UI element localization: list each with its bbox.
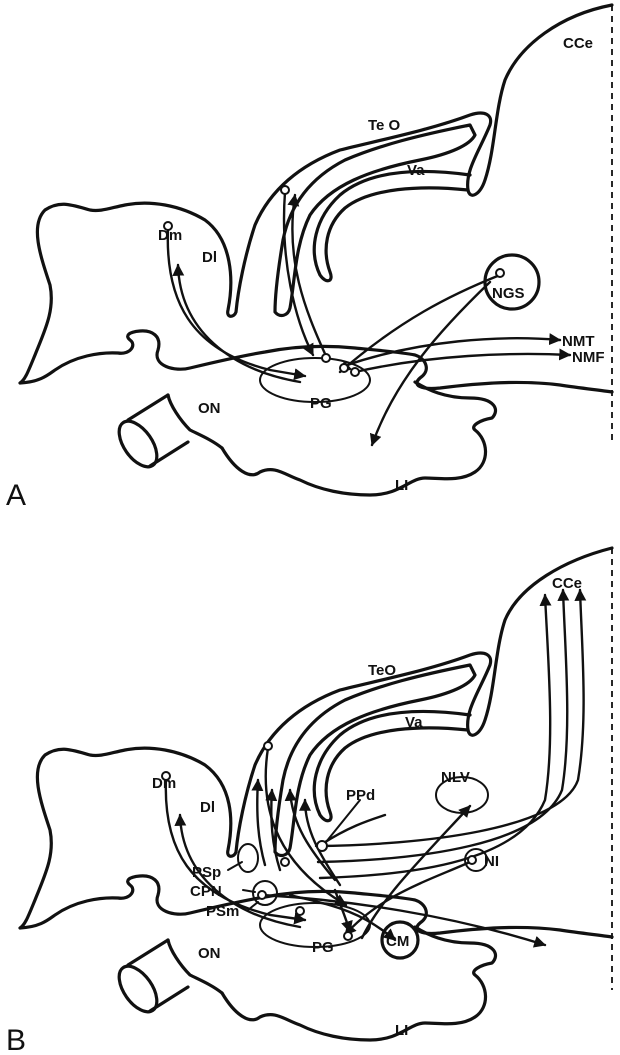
panel-letter-a: A	[6, 479, 26, 512]
soma-teo-b	[264, 742, 272, 750]
teo-inner-band-a	[275, 125, 475, 315]
panel-a: CCe Te O Va Dm Dl NGS NMT NMF ON PG LI A	[6, 5, 612, 512]
label-cpn-b: CPN	[190, 883, 222, 900]
label-nmt-a: NMT	[562, 333, 595, 350]
lower-lobe-outline-b	[222, 927, 496, 1040]
label-nmf-a: NMF	[572, 349, 605, 366]
label-li-b: LI	[395, 1022, 408, 1039]
label-ni-b: NI	[484, 853, 499, 870]
soma-nmt-a	[340, 364, 348, 372]
teo-inner-band-b	[275, 665, 475, 855]
fiber-up-b1	[257, 780, 265, 865]
soma-pg-b	[344, 932, 352, 940]
label-teo-a: Te O	[368, 117, 401, 134]
label-ngs-a: NGS	[492, 285, 525, 302]
label-cm-b: CM	[386, 933, 409, 950]
label-dl-b: Dl	[200, 799, 215, 816]
soma-pg-a	[322, 354, 330, 362]
label-li-a: LI	[395, 477, 408, 494]
label-on-b: ON	[198, 945, 221, 962]
label-pg-b: PG	[312, 939, 334, 956]
soma-teo-a	[281, 186, 289, 194]
optic-nerve-b	[112, 940, 188, 1018]
label-ppd-b: PPd	[346, 787, 375, 804]
soma-psp-b	[281, 858, 289, 866]
label-dl-a: Dl	[202, 249, 217, 266]
psp-nucleus	[238, 844, 258, 872]
lower-lobe-outline-a	[222, 382, 496, 495]
soma-nmf-a	[351, 368, 359, 376]
brain-outline-b	[20, 548, 612, 937]
soma-extra-b	[296, 907, 304, 915]
panel-letter-b: B	[6, 1024, 26, 1055]
optic-nerve-a	[112, 395, 188, 473]
label-dm-a: Dm	[158, 227, 182, 244]
label-cce-a: CCe	[563, 35, 593, 52]
label-teo-b: TeO	[368, 662, 396, 679]
soma-cpn-b	[258, 891, 266, 899]
label-psp-b: PSp	[192, 864, 221, 881]
panel-b: CCe TeO Va Dm Dl NLV PPd PSp CPN PSm NI …	[6, 548, 612, 1055]
label-on-a: ON	[198, 400, 221, 417]
fiber-cce-b1	[320, 595, 550, 878]
label-cce-b: CCe	[552, 575, 582, 592]
label-va-b: Va	[405, 714, 423, 731]
fiber-to-nlv-b	[362, 806, 470, 938]
soma-ngs-a	[496, 269, 504, 277]
label-nlv-b: NLV	[441, 769, 470, 786]
psm-leader	[248, 902, 258, 910]
fiber-pg-nmf-a	[355, 354, 570, 372]
label-psm-b: PSm	[206, 903, 239, 920]
label-pg-a: PG	[310, 395, 332, 412]
label-va-a: Va	[407, 162, 425, 179]
label-dm-b: Dm	[152, 775, 176, 792]
soma-ni-b	[468, 856, 476, 864]
